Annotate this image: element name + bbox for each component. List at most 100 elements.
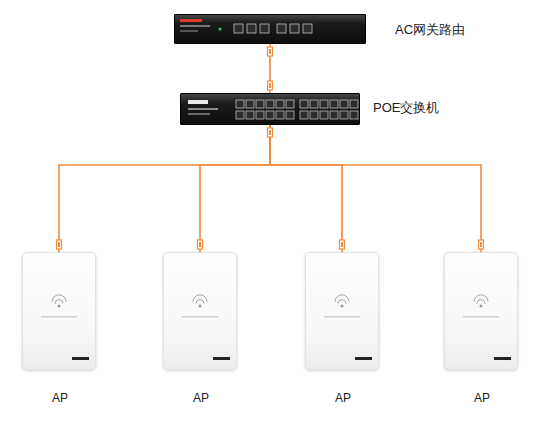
ethernet-port <box>236 100 244 108</box>
cable-plug <box>198 240 203 249</box>
wifi-icon <box>335 295 349 302</box>
ethernet-port <box>266 111 274 119</box>
ethernet-port <box>256 111 264 119</box>
ethernet-port <box>286 111 294 119</box>
wifi-icon <box>193 295 207 302</box>
network-cable <box>270 125 481 252</box>
ap-detail-group <box>41 295 511 360</box>
wifi-icon <box>58 305 61 308</box>
cable-plug <box>268 81 273 90</box>
wifi-icon <box>480 305 483 308</box>
wifi-icon <box>341 305 344 308</box>
cable-plug <box>341 242 343 247</box>
network-cable <box>269 44 271 93</box>
brand-mark <box>355 357 372 360</box>
ethernet-port <box>330 111 338 119</box>
cable-plug <box>480 242 482 247</box>
ethernet-port <box>247 24 256 33</box>
cable-plug <box>198 240 203 249</box>
cable-plug <box>268 47 273 56</box>
network-cable <box>270 125 342 252</box>
ap-detail <box>41 295 89 360</box>
status-led <box>219 28 222 31</box>
model-strip <box>180 25 210 27</box>
model-strip <box>180 30 198 32</box>
ethernet-port <box>234 24 243 33</box>
model-strip <box>41 316 77 318</box>
ap-device: AP <box>305 252 379 370</box>
ethernet-port <box>276 111 284 119</box>
wifi-icon <box>196 300 204 304</box>
cable-plug <box>269 83 271 88</box>
ap-detail <box>324 295 372 360</box>
ethernet-port <box>340 100 348 108</box>
wifi-icon <box>477 300 485 304</box>
router-device: AC网关路由 <box>174 14 366 44</box>
wifi-icon <box>338 300 346 304</box>
brand-mark <box>180 19 202 22</box>
ethernet-port <box>350 111 358 119</box>
ethernet-port <box>286 100 294 108</box>
cable-plug <box>479 240 484 249</box>
device-label: AP <box>306 391 380 405</box>
network-cable <box>200 125 270 252</box>
network-cable <box>59 125 270 252</box>
ap-device: AP <box>444 252 518 370</box>
wifi-icon <box>52 295 66 302</box>
cable-plug <box>199 242 201 247</box>
ethernet-port <box>246 100 254 108</box>
brand-mark <box>188 100 208 104</box>
ethernet-port <box>256 100 264 108</box>
ethernet-port <box>236 111 244 119</box>
ethernet-port <box>320 111 328 119</box>
device-label: POE交换机 <box>373 99 439 117</box>
cable-plug <box>268 81 273 90</box>
cable-plug <box>268 128 273 137</box>
wifi-icon <box>55 300 63 304</box>
ethernet-port <box>260 24 269 33</box>
model-strip <box>182 316 218 318</box>
ethernet-port <box>350 100 358 108</box>
cable-plug <box>340 240 345 249</box>
model-strip <box>463 316 499 318</box>
model-strip <box>188 108 218 110</box>
cable-plug <box>268 128 273 137</box>
ethernet-port <box>276 100 284 108</box>
switch-device: POE交换机 <box>180 93 360 125</box>
ethernet-port <box>300 100 308 108</box>
device-label: AP <box>164 391 238 405</box>
cable-plug <box>58 242 60 247</box>
cable-plug <box>57 240 62 249</box>
device-label: AP <box>445 391 519 405</box>
ap-device: AP <box>22 252 96 370</box>
ethernet-port <box>340 111 348 119</box>
brand-mark <box>72 357 89 360</box>
ethernet-port <box>320 100 328 108</box>
brand-mark <box>213 357 230 360</box>
ap-detail <box>182 295 230 360</box>
ethernet-port <box>310 111 318 119</box>
ethernet-port <box>266 100 274 108</box>
ethernet-port <box>330 100 338 108</box>
ethernet-port <box>303 24 312 33</box>
brand-mark <box>494 357 511 360</box>
cable-plug <box>479 240 484 249</box>
ethernet-port <box>246 111 254 119</box>
wifi-icon <box>199 305 202 308</box>
model-strip <box>324 316 360 318</box>
cable-plug <box>269 49 271 54</box>
ap-device: AP <box>163 252 237 370</box>
port-group <box>219 24 359 119</box>
cable-plug <box>57 240 62 249</box>
ethernet-port <box>290 24 299 33</box>
ap-detail <box>463 295 511 360</box>
cable-plug <box>340 240 345 249</box>
ethernet-port <box>310 100 318 108</box>
ethernet-port <box>300 111 308 119</box>
cable-plug <box>268 47 273 56</box>
wifi-icon <box>474 295 488 302</box>
model-strip <box>188 113 210 115</box>
device-label: AP <box>23 391 97 405</box>
